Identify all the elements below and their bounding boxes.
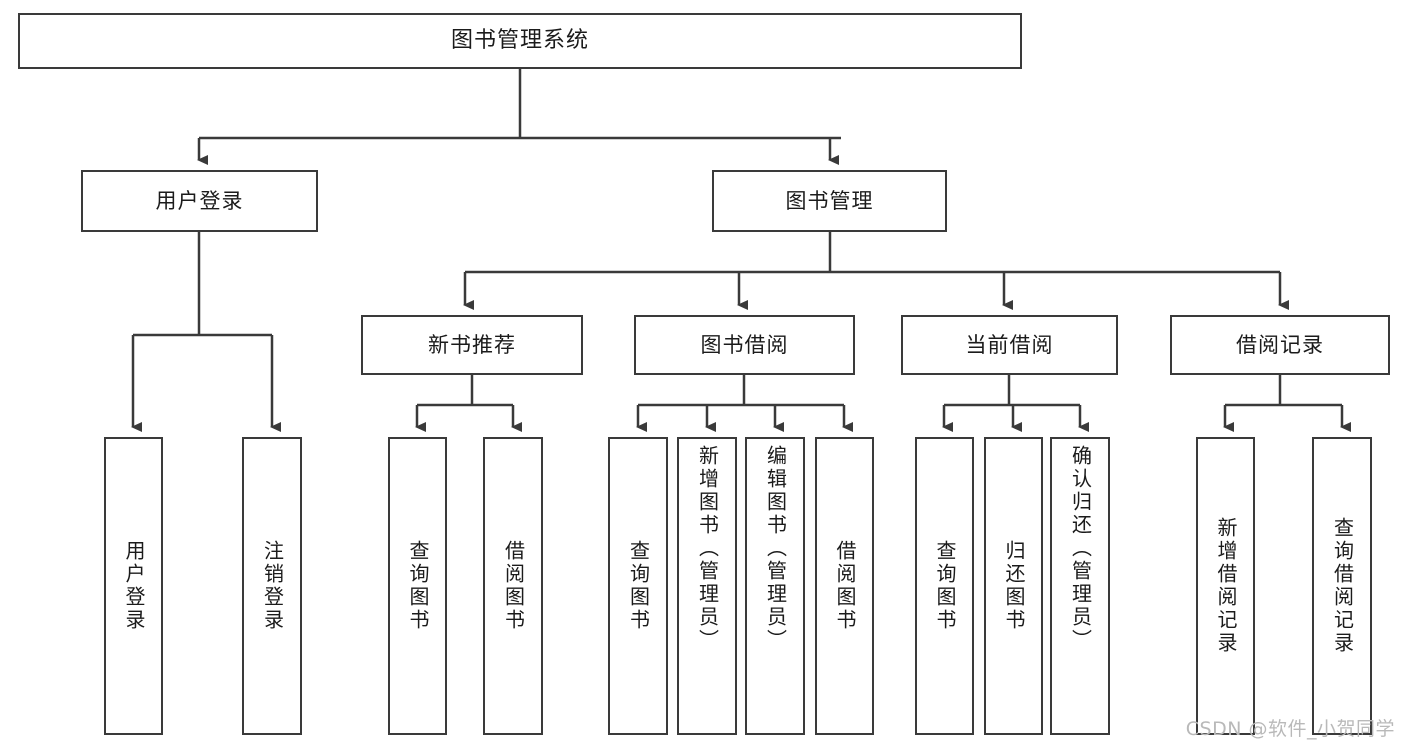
leaf-node-3[interactable]: 查询图书 bbox=[388, 437, 447, 735]
leaf-node-10-label: 归还图书 bbox=[1002, 540, 1026, 632]
leaf-node-13-label: 查询借阅记录 bbox=[1330, 517, 1355, 655]
leaf-node-12[interactable]: 新增借阅记录 bbox=[1196, 437, 1255, 735]
leaf-node-7[interactable]: 编辑图书（管理员） bbox=[745, 437, 805, 735]
leaf-node-4[interactable]: 借阅图书 bbox=[483, 437, 543, 735]
leaf-node-11-label: 确认归还（管理员） bbox=[1068, 445, 1093, 652]
node-new-book-recommend-label: 新书推荐 bbox=[428, 332, 516, 357]
leaf-node-5[interactable]: 查询图书 bbox=[608, 437, 668, 735]
node-current-borrow-label: 当前借阅 bbox=[965, 332, 1054, 357]
node-borrow-record[interactable]: 借阅记录 bbox=[1170, 315, 1390, 375]
leaf-node-1[interactable]: 用户登录 bbox=[104, 437, 163, 735]
leaf-node-11[interactable]: 确认归还（管理员） bbox=[1050, 437, 1110, 735]
leaf-node-6[interactable]: 新增图书（管理员） bbox=[677, 437, 737, 735]
node-book-management-label: 图书管理 bbox=[785, 188, 874, 213]
leaf-node-6-label: 新增图书（管理员） bbox=[695, 445, 720, 652]
leaf-node-2-label: 注销登录 bbox=[260, 540, 285, 632]
node-borrow-record-label: 借阅记录 bbox=[1236, 332, 1324, 357]
node-new-book-recommend[interactable]: 新书推荐 bbox=[361, 315, 583, 375]
node-user-login-label: 用户登录 bbox=[155, 188, 244, 213]
leaf-node-9[interactable]: 查询图书 bbox=[915, 437, 974, 735]
leaf-node-10[interactable]: 归还图书 bbox=[984, 437, 1043, 735]
node-root-label: 图书管理系统 bbox=[450, 28, 589, 54]
leaf-node-2[interactable]: 注销登录 bbox=[242, 437, 302, 735]
leaf-node-1-label: 用户登录 bbox=[122, 540, 146, 632]
leaf-node-4-label: 借阅图书 bbox=[501, 540, 526, 632]
leaf-node-12-label: 新增借阅记录 bbox=[1214, 517, 1238, 655]
leaf-node-13[interactable]: 查询借阅记录 bbox=[1312, 437, 1372, 735]
node-user-login[interactable]: 用户登录 bbox=[81, 170, 318, 232]
csdn-watermark: CSDN @软件_小贺同学 bbox=[1185, 718, 1395, 740]
node-book-borrow[interactable]: 图书借阅 bbox=[634, 315, 855, 375]
node-current-borrow[interactable]: 当前借阅 bbox=[901, 315, 1118, 375]
leaf-node-7-label: 编辑图书（管理员） bbox=[763, 445, 788, 652]
leaf-node-8[interactable]: 借阅图书 bbox=[815, 437, 874, 735]
leaf-node-9-label: 查询图书 bbox=[933, 540, 957, 632]
leaf-node-5-label: 查询图书 bbox=[626, 540, 651, 632]
leaf-node-8-label: 借阅图书 bbox=[833, 540, 857, 632]
node-book-borrow-label: 图书借阅 bbox=[700, 332, 789, 357]
leaf-node-3-label: 查询图书 bbox=[406, 540, 430, 632]
node-root[interactable]: 图书管理系统 bbox=[18, 13, 1022, 69]
node-book-management[interactable]: 图书管理 bbox=[712, 170, 947, 232]
